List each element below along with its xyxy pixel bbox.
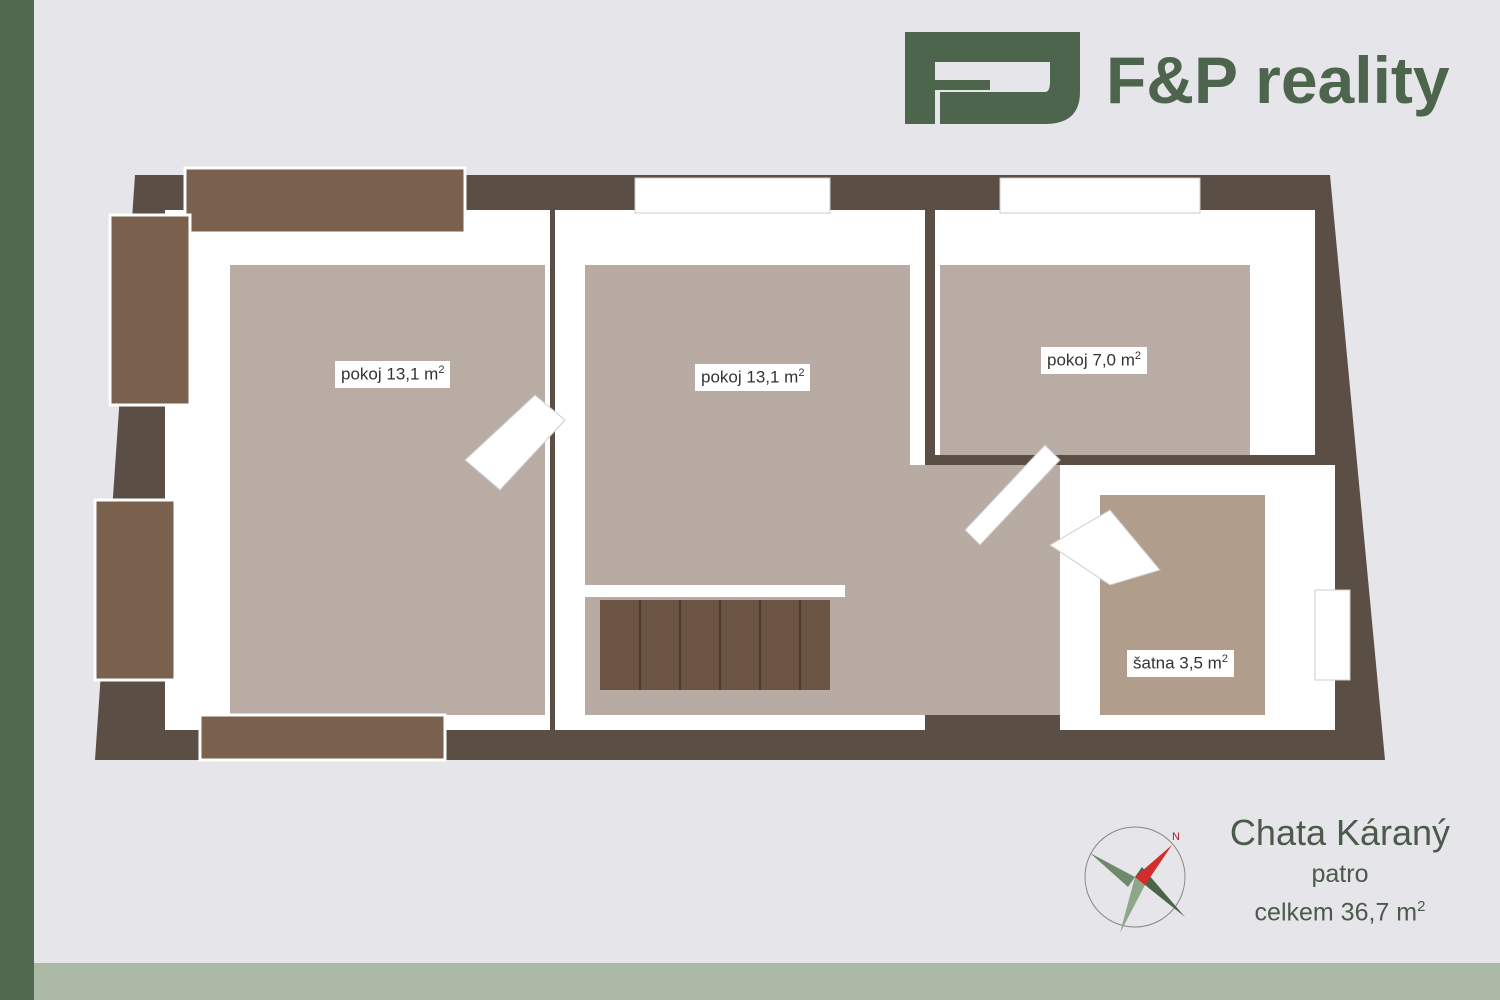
room-label: pokoj 13,1 m2 [335, 361, 451, 388]
bottom-accent-bar [34, 963, 1500, 1000]
room-unit-sup: 2 [1134, 350, 1142, 362]
room-name: pokoj 7,0 m [1047, 350, 1135, 370]
doors [464, 394, 1161, 586]
total-area-sup: 2 [1417, 898, 1426, 915]
compass-north-label: N [1172, 831, 1180, 843]
room-label: šatna 3,5 m2 [1127, 650, 1234, 677]
windows [93, 166, 467, 762]
left-accent-bar [0, 0, 34, 1000]
fp-logo-icon [905, 32, 1080, 124]
hall-floor [910, 465, 1060, 715]
room-unit-sup: 2 [438, 364, 445, 376]
room-name: pokoj 13,1 m [341, 364, 439, 384]
room-name: šatna 3,5 m [1133, 653, 1222, 673]
room-unit-sup: 2 [798, 367, 805, 379]
room-label: pokoj 13,1 m2 [695, 364, 811, 391]
brand-name: F&P reality [1106, 43, 1450, 117]
property-title: Chata Káraný [1229, 812, 1451, 853]
room-unit-sup: 2 [1221, 653, 1228, 665]
stairs [600, 600, 830, 690]
room-name: pokoj 13,1 m [701, 367, 799, 387]
floor-label: patro [1311, 860, 1369, 888]
stair-steps [639, 600, 801, 690]
room-label: pokoj 7,0 m2 [1041, 347, 1148, 374]
room-1-floor [230, 265, 545, 715]
total-area: celkem 36,7 m2 [1190, 898, 1490, 927]
top-windows [634, 177, 1351, 681]
compass-icon: N [1084, 826, 1186, 933]
total-area-text: celkem 36,7 m [1254, 898, 1418, 927]
stair-railing [575, 585, 845, 597]
